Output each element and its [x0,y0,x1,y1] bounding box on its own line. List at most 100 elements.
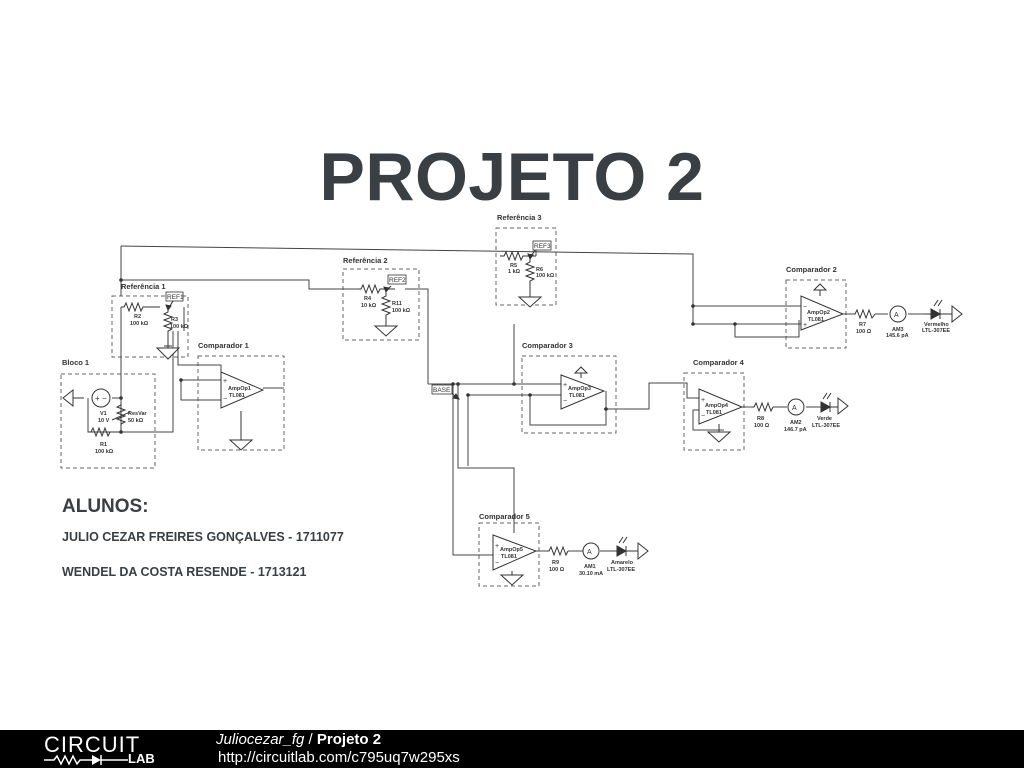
r9-name: R9 [552,560,559,566]
student-2: WENDEL DA COSTA RESENDE - 1713121 [62,565,307,579]
r7-resistor [853,308,876,320]
am2-symbol [787,398,805,416]
ampop3-type: TL081 [569,393,585,399]
page-title: PROJETO 2 [319,139,705,215]
svg-text:+: + [563,382,567,389]
ref3-title: Referência 3 [497,213,542,222]
comp3-title: Comparador 3 [522,341,573,350]
net-label-ref1: REF1 [167,294,184,301]
am1-symbol [582,542,600,560]
comp5-box [478,522,540,587]
ampop5-type: TL081 [501,554,517,560]
r6-name: R6 [536,267,543,273]
r1-value: 100 kΩ [95,449,114,455]
r6-value: 100 kΩ [536,273,555,279]
block-outlines [60,227,847,587]
wipers [111,249,536,421]
am3-name: AM3 [892,327,904,333]
led-red-part: LTL-307EE [922,328,950,334]
svg-text:+: + [701,397,705,404]
svg-text:A: A [587,549,592,556]
ampop2-symbol [800,295,845,331]
comp1-title: Comparador 1 [198,341,249,350]
ground-symbol [706,424,732,443]
junctions [119,278,737,434]
r3-value: 100 kΩ [170,324,189,330]
resvar-name: ResVar [128,411,148,417]
r4-value: 10 kΩ [361,303,377,309]
svg-text:+: + [95,394,100,403]
logo-wordmark-top: CIRCUIT [44,732,141,757]
r8-value: 100 Ω [754,423,770,429]
r4-name: R4 [364,296,372,302]
comp2-title: Comparador 2 [786,265,837,274]
comp1-box [197,355,285,451]
footer-url[interactable]: http://circuitlab.com/c795uq7w295xs [218,749,460,766]
svg-text:+: + [223,378,227,385]
ground-symbol [155,345,181,360]
resistors [88,250,876,557]
svg-text:−: − [563,398,567,405]
ampop5-symbol [492,534,538,571]
svg-text:A: A [792,405,797,412]
ampop5-name: AmpOp5 [500,547,523,553]
grounds [62,283,963,586]
ampop2-name: AmpOp2 [807,310,830,316]
bloco1-box [60,373,156,469]
circuitlab-logo[interactable]: CIRCUIT LAB [44,732,174,766]
component-labels: V1 10 V ResVar 50 kΩ R1 100 kΩ R2 100 kΩ… [95,263,950,577]
am1-name: AM1 [584,564,596,570]
r9-resistor [547,545,569,557]
ground-symbol [637,541,649,561]
led-yellow [616,536,638,557]
v1-source: +− [91,388,111,408]
r7-value: 100 Ω [856,329,872,335]
comp5-title: Comparador 5 [479,512,530,521]
r6-resistor [524,259,536,293]
am3-symbol [889,305,907,323]
r3-resistor [162,310,174,346]
r8-name: R8 [757,416,764,422]
footer-bar: CIRCUIT LAB Juliocezar_fg / Projeto 2 ht… [0,730,1024,768]
comp4-title: Comparador 4 [693,358,745,367]
svg-text:+: + [495,543,499,550]
ground-symbol [837,396,849,416]
ampop1-name: AmpOp1 [228,386,251,392]
bloco1-title: Bloco 1 [62,358,89,367]
opamps [220,295,845,571]
ampop4-name: AmpOp4 [705,403,729,409]
logo-circuit-icon [44,754,128,766]
r1-name: R1 [100,442,107,448]
ampop4-type: TL081 [706,410,722,416]
ground-symbol [499,571,525,586]
svg-text:+: + [803,322,807,329]
r11-resistor [380,292,392,322]
svg-text:−: − [102,394,107,403]
ampop2-type: TL081 [808,317,824,323]
am2-name: AM2 [790,420,802,426]
footer-separator: / [304,731,317,748]
ampop1-symbol [220,371,265,409]
student-1: JULIO CEZAR FREIRES GONÇALVES - 1711077 [62,530,344,544]
r5-name: R5 [510,263,517,269]
ampop4-symbol [698,388,744,425]
ground-symbol [373,322,399,337]
r5-value: 1 kΩ [508,269,521,275]
v1-value: 10 V [98,418,110,424]
ref2-box [342,268,420,341]
supply-arrow [812,283,828,296]
r4-resistor [357,283,395,295]
r3-name: R3 [171,317,178,323]
alunos-heading: ALUNOS: [62,496,149,517]
ampop3-symbol [560,374,606,410]
footer-user-link[interactable]: Juliocezar_fg [216,731,305,748]
led-green-name: Verde [817,416,832,422]
footer-project-name: Projeto 2 [316,731,382,748]
net-label-ref2: REF2 [389,277,406,284]
led-green-part: LTL-307EE [812,423,840,429]
svg-text:−: − [495,560,499,567]
opamp-pins: +− −+ +− +− +− [223,304,807,567]
net-labels: REF1 REF2 REF3 BASE [165,240,552,395]
block-titles: Bloco 1 Referência 1 Referência 2 Referê… [62,213,837,521]
am1-value: 30.10 mA [579,571,603,577]
